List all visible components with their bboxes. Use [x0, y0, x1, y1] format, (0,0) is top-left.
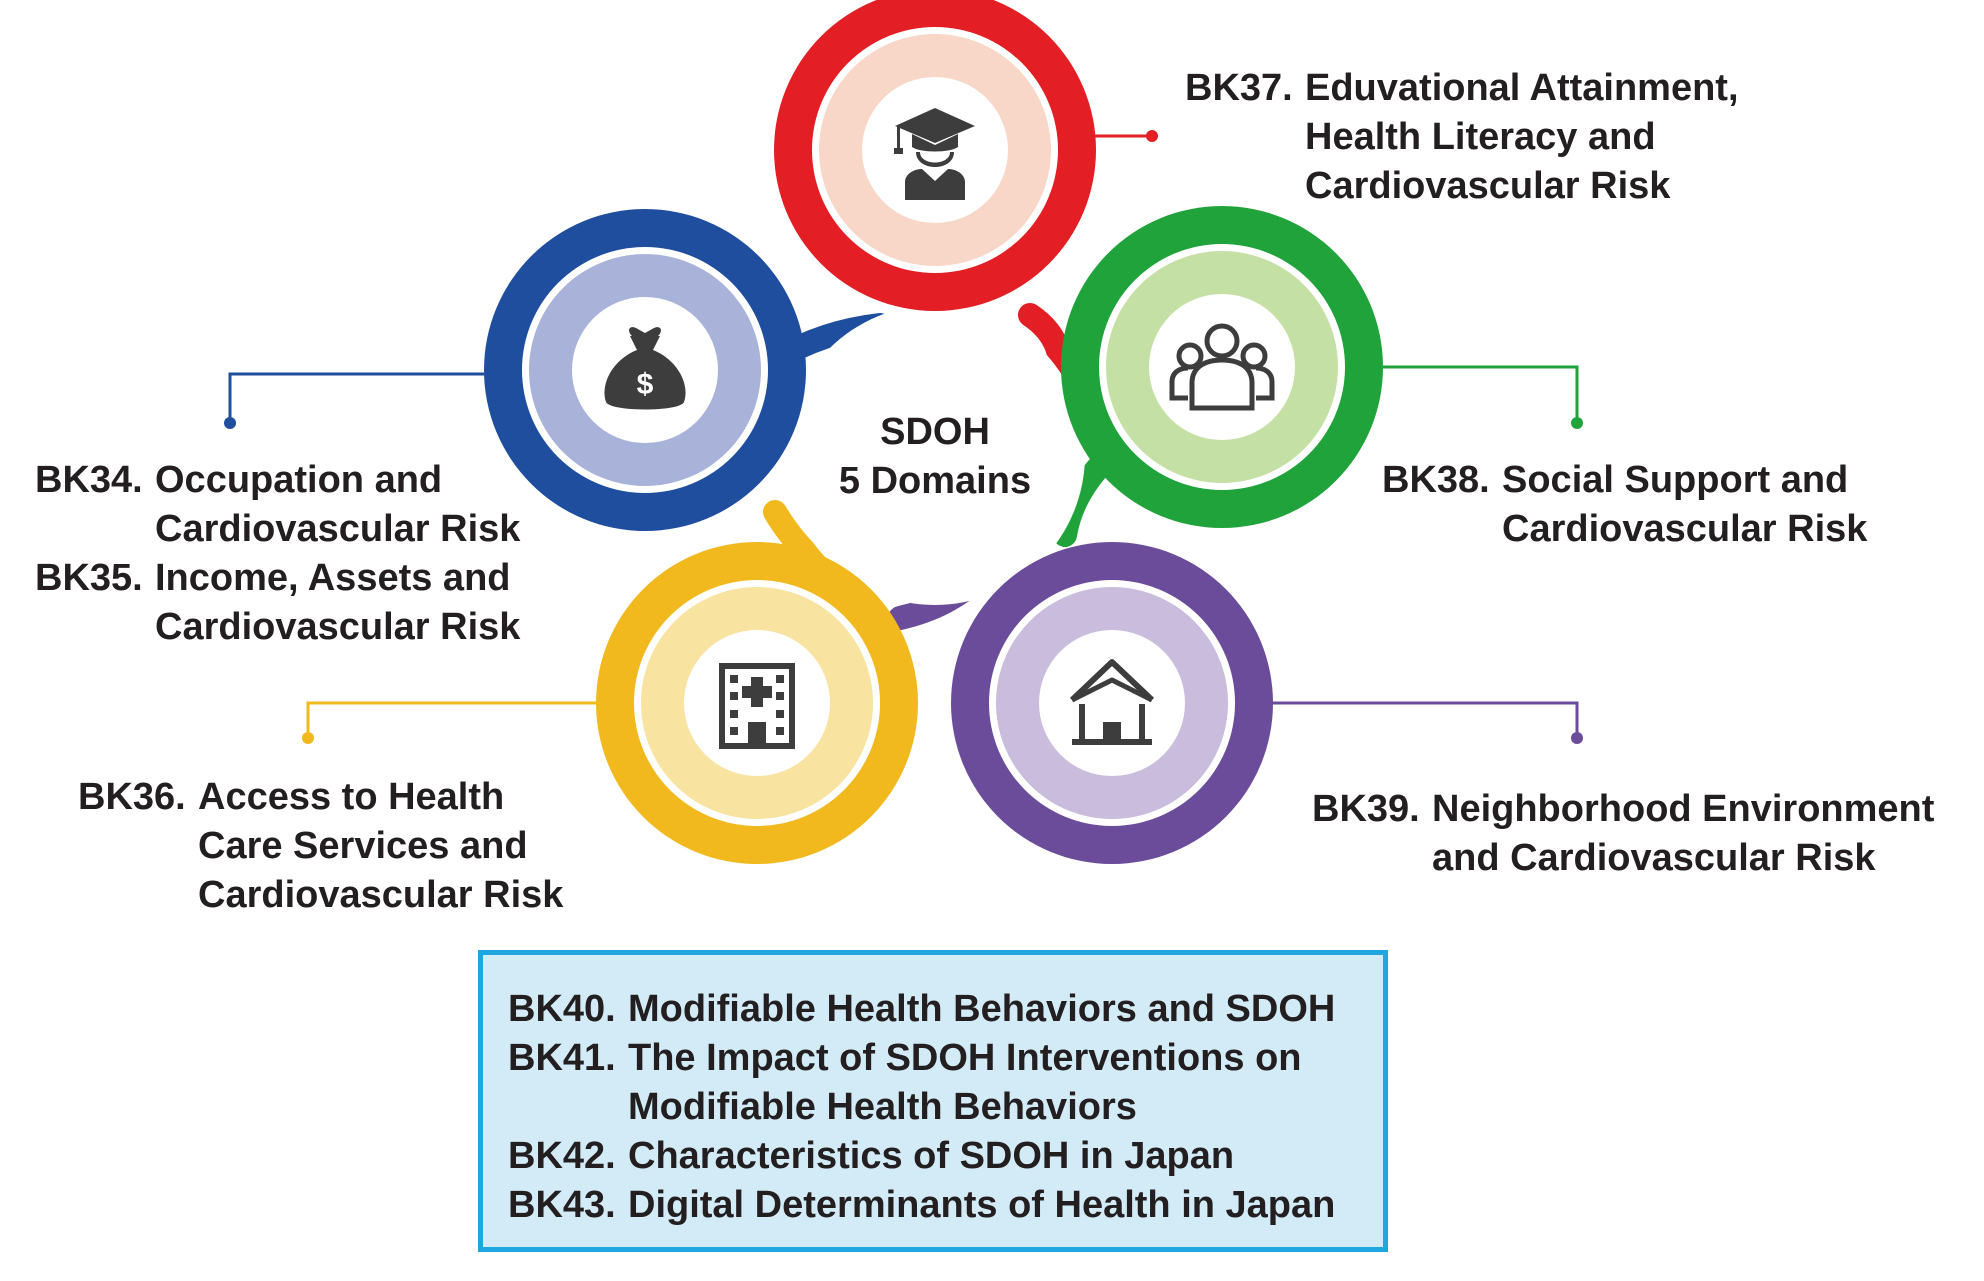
label-line: Social Support and	[1502, 459, 1849, 501]
box-item-line: Digital Determinants of Health in Japan	[628, 1184, 1336, 1226]
box-item-line: Modifiable Health Behaviors and SDOH	[628, 988, 1336, 1030]
label-code: BK39.	[1312, 788, 1420, 830]
label-line: Cardiovascular Risk	[155, 508, 521, 550]
center-disc	[785, 305, 1085, 605]
label-neighborhood: BK39. Neighborhood Environment and Cardi…	[1312, 785, 1934, 883]
leader-neighborhood	[1271, 701, 1579, 738]
leader-dot-neighborhood	[1571, 732, 1583, 744]
leader-health-care	[306, 701, 597, 738]
label-code: BK34.	[35, 459, 143, 501]
bk-box: BK40. Modifiable Health Behaviors and SD…	[478, 950, 1388, 1252]
center-title-line2: 5 Domains	[838, 460, 1032, 502]
graduation-cap-icon	[894, 108, 975, 200]
box-item-line: Characteristics of SDOH in Japan	[628, 1135, 1235, 1177]
label-line: Eduvational Attainment,	[1305, 67, 1739, 109]
box-item: BK43. Digital Determinants of Health in …	[508, 1181, 1383, 1230]
hospital-icon	[719, 663, 795, 749]
label-line: Income, Assets and	[155, 557, 511, 599]
box-item: BK40. Modifiable Health Behaviors and SD…	[508, 985, 1383, 1034]
label-code: BK37.	[1185, 67, 1293, 109]
box-item-code: BK40.	[508, 988, 616, 1030]
box-item-code: BK41.	[508, 1037, 616, 1079]
box-item-line: Modifiable Health Behaviors	[628, 1086, 1137, 1128]
box-item-line: The Impact of SDOH Interventions on	[628, 1037, 1302, 1079]
label-health-care: BK36. Access to Health Care Services and…	[78, 773, 563, 920]
svg-text:$: $	[637, 368, 654, 401]
center-title-line1: SDOH	[880, 411, 990, 453]
leader-dot-education	[1146, 130, 1158, 142]
label-economic: BK34. Occupation and Cardiovascular Risk…	[35, 456, 520, 652]
money-bag-icon: $	[604, 327, 686, 410]
leader-economic	[228, 372, 484, 423]
label-code: BK36.	[78, 776, 186, 818]
house-icon	[1069, 659, 1155, 745]
people-group-icon	[1169, 323, 1275, 411]
box-item-code: BK43.	[508, 1184, 616, 1226]
label-line: Access to Health	[198, 776, 505, 818]
label-code: BK35.	[35, 557, 143, 599]
label-line: Cardiovascular Risk	[1502, 508, 1868, 550]
box-item: BK41. The Impact of SDOH Interventions o…	[508, 1034, 1383, 1083]
leader-dot-social-support	[1571, 417, 1583, 429]
ring-education	[774, 0, 1096, 311]
leader-dot-health-care	[302, 732, 314, 744]
label-line: Occupation and	[155, 459, 443, 501]
leader-dot-economic	[224, 417, 236, 429]
box-item: BK42. Characteristics of SDOH in Japan	[508, 1132, 1383, 1181]
ring-social-support	[1061, 206, 1383, 528]
label-line: Cardiovascular Risk	[198, 874, 564, 916]
label-line: Care Services and	[198, 825, 528, 867]
ring-neighborhood	[951, 542, 1273, 864]
label-line: Cardiovascular Risk	[1305, 165, 1671, 207]
label-line: and Cardiovascular Risk	[1432, 837, 1876, 879]
label-social-support: BK38. Social Support and Cardiovascular …	[1382, 456, 1867, 554]
label-line: Cardiovascular Risk	[155, 606, 521, 648]
label-code: BK38.	[1382, 459, 1490, 501]
box-item-code: BK42.	[508, 1135, 616, 1177]
ring-core-social-support	[1149, 294, 1295, 440]
label-line: Health Literacy and	[1305, 116, 1656, 158]
label-education: BK37. Eduvational Attainment, Health Lit…	[1185, 64, 1739, 211]
leader-social-support	[1372, 365, 1579, 423]
leader-lines	[224, 130, 1583, 744]
label-line: Neighborhood Environment	[1432, 788, 1935, 830]
center-title: SDOH 5 Domains	[815, 408, 1055, 506]
ring-core-neighborhood	[1039, 630, 1185, 776]
